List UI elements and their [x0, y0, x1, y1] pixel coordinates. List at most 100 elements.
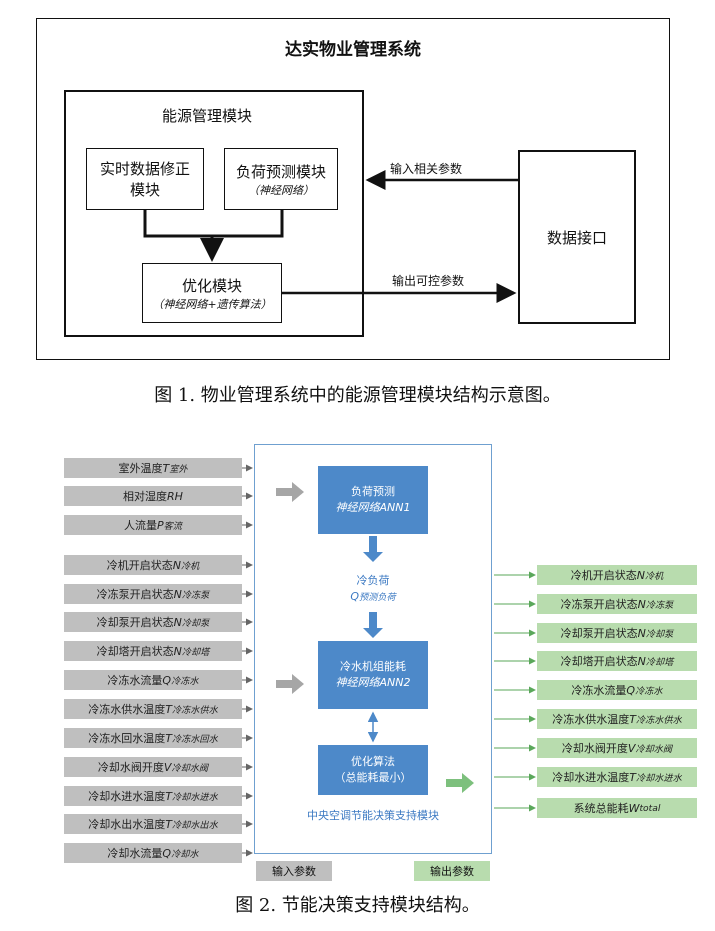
output-var: T [629, 770, 636, 784]
output-var: Q [626, 683, 636, 697]
ann1-line-1: 负荷预测 [351, 485, 395, 498]
input-var: V [163, 760, 172, 774]
center-module-label: 中央空调节能决策支持模块 [307, 809, 439, 822]
input-sub: 冷却水 [171, 849, 199, 860]
cold-load-var: Q [350, 589, 360, 603]
data-interface-box: 数据接口 [518, 150, 636, 324]
input-sub: 冷冻水回水 [171, 734, 218, 745]
input-text: 冷冻泵开启状态 [96, 588, 174, 601]
load-forecast-box: 负荷预测模块 （神经网络） [224, 148, 338, 210]
realtime-line-2: 模块 [129, 181, 160, 199]
output-sub: 冷机 [644, 571, 664, 582]
input-sub: 冷却水阀 [171, 763, 209, 774]
input-text: 冷冻水供水温度 [88, 703, 166, 716]
gray-block-arrow-top [276, 482, 304, 502]
input-sub: 冷却泵 [181, 618, 210, 629]
legend-output: 输出参数 [414, 861, 490, 881]
output-text: 冷却水阀开度 [561, 742, 628, 755]
load-forecast-title: 负荷预测模块 [235, 162, 326, 181]
cold-load-label: 冷负荷 [318, 572, 428, 588]
output-text: 冷冻水供水温度 [552, 713, 630, 726]
load-forecast-sub: （神经网络） [248, 183, 314, 197]
fig1-connectors [143, 170, 518, 303]
input-var: P [157, 518, 164, 532]
fig1-caption: 图 1. 物业管理系统中的能源管理模块结构示意图。 [154, 385, 561, 406]
input-text: 冷冻水回水温度 [88, 732, 166, 745]
output-var: N [637, 597, 646, 611]
output-sub: 冷却水进水 [635, 773, 682, 784]
optimization-algorithm-box: 优化算法 （总能耗最小） [318, 745, 428, 795]
input-text: 冷机开启状态 [106, 559, 173, 572]
input-sub: 冷却水进水 [171, 792, 218, 803]
realtime-correction-box: 实时数据修正 模块 [86, 148, 204, 210]
input-var: T [165, 731, 172, 745]
input-text: 冷却水阀开度 [97, 761, 164, 774]
output-text: 冷机开启状态 [570, 569, 637, 582]
input-text: 冷却水进水温度 [88, 790, 166, 803]
input-sub: 冷机 [180, 561, 200, 572]
ann1-box: 负荷预测 神经网络ANN1 [318, 466, 428, 534]
output-sub: 冷冻水 [635, 686, 663, 697]
output-params-label: 输出可控参数 [392, 274, 465, 288]
output-text: 冷冻泵开启状态 [560, 598, 638, 611]
energy-module-box [64, 90, 364, 337]
input-text: 冷却水出水温度 [88, 818, 166, 831]
output-text: 冷却塔开启状态 [560, 655, 638, 668]
input-text: 相对湿度 [123, 490, 168, 503]
output-text: 冷冻水流量 [571, 684, 627, 697]
system-title: 达实物业管理系统 [285, 39, 421, 60]
ann2-line-2: 神经网络ANN2 [335, 676, 411, 689]
output-text: 冷却水进水温度 [552, 771, 630, 784]
input-var: T [165, 817, 172, 831]
output-sub: 冷却泵 [645, 629, 674, 640]
output-var: N [636, 568, 645, 582]
data-interface-label: 数据接口 [546, 228, 607, 247]
output-sub: total [639, 802, 661, 814]
legend-input: 输入参数 [256, 861, 332, 881]
input-var: T [165, 789, 172, 803]
input-item: 相对湿度 RH [64, 486, 242, 506]
input-sub: 冷却水出水 [171, 820, 218, 831]
output-var: T [629, 712, 636, 726]
output-sub: 冷却塔 [645, 657, 674, 668]
fig2-caption: 图 2. 节能决策支持模块结构。 [235, 895, 480, 916]
cold-load-text: 冷负荷 [356, 574, 390, 587]
input-sub: 冷冻水供水 [171, 705, 218, 716]
input-var: N [172, 558, 181, 572]
output-arrows [494, 571, 536, 812]
input-text: 冷冻水流量 [107, 674, 163, 687]
input-sub: 冷却塔 [181, 647, 210, 658]
output-var: N [637, 626, 646, 640]
input-var: T [162, 461, 170, 475]
system-outer-box [36, 18, 670, 360]
output-var: W [628, 801, 640, 815]
energy-module-title: 能源管理模块 [162, 107, 253, 125]
gray-block-arrow-middle [276, 674, 304, 694]
input-text: 冷却水流量 [107, 847, 163, 860]
output-sub: 冷却水阀 [635, 744, 673, 755]
input-sub: 室外 [169, 464, 188, 475]
input-var: Q [162, 673, 172, 687]
input-var: N [173, 587, 182, 601]
output-text: 系统总能耗 [573, 802, 629, 815]
output-text: 冷却泵开启状态 [560, 627, 638, 640]
output-sub: 冷冻水供水 [635, 715, 682, 726]
